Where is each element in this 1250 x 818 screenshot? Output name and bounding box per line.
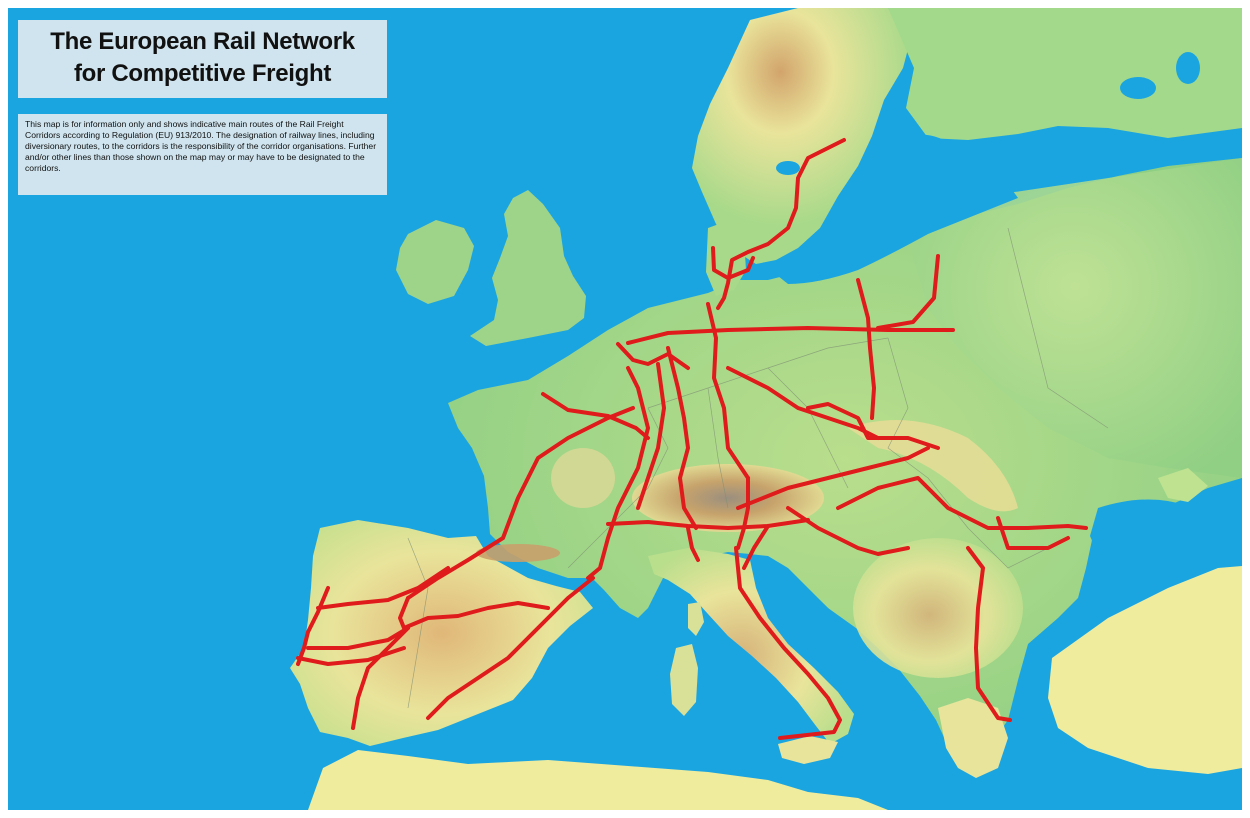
route-italy-genoa <box>686 526 700 562</box>
land-iberia <box>290 520 593 746</box>
route-iberia-mediterranean <box>426 576 595 720</box>
map-canvas[interactable] <box>8 8 1242 810</box>
route-france-spain <box>406 406 635 600</box>
route-north-sea-baltic <box>626 326 955 345</box>
map-disclaimer-panel: This map is for information only and sho… <box>18 114 387 195</box>
route-rhine-alpine <box>706 302 750 480</box>
route-sweden-branch <box>711 246 755 280</box>
map-title-line-2: for Competitive Freight <box>73 60 332 87</box>
route-poland-north <box>876 254 940 330</box>
land-finland-russia <box>888 8 1242 140</box>
sea-baltic <box>768 134 1018 284</box>
sea-adriatic <box>758 558 878 669</box>
land-sardinia <box>670 644 698 716</box>
route-brenner <box>736 476 750 550</box>
lake-ladoga <box>1120 77 1156 99</box>
map-title-panel: The European Rail Network for Competitiv… <box>18 20 387 98</box>
route-romania-black-sea <box>996 516 1070 550</box>
land-great-britain <box>470 190 586 346</box>
map-disclaimer-text: This map is for information only and sho… <box>25 119 377 173</box>
land-denmark <box>706 220 746 296</box>
route-portugal-south <box>296 646 406 666</box>
route-italy-main <box>734 546 842 740</box>
massif-central-relief <box>551 448 615 508</box>
land-greece <box>938 698 1008 778</box>
route-iberia-lisbon <box>306 626 410 650</box>
route-orient-east-med <box>806 402 940 450</box>
lake-onega <box>1176 52 1200 84</box>
route-north-south-1 <box>636 362 666 510</box>
route-paris-south <box>586 366 650 580</box>
sea-black <box>1090 499 1219 575</box>
route-danube <box>736 446 930 510</box>
route-poland-branch <box>856 278 876 420</box>
rail-freight-routes <box>296 138 1088 740</box>
route-alps-crossing <box>606 518 810 530</box>
balkans-relief <box>853 538 1023 678</box>
land-ireland <box>396 220 474 304</box>
country-borders <box>407 227 1109 709</box>
route-iberia-south <box>351 626 410 730</box>
route-hungary-romania <box>836 476 1088 530</box>
route-portugal <box>296 586 330 666</box>
land-corsica <box>688 602 704 636</box>
land-scandinavia <box>692 8 913 264</box>
route-germany-east <box>726 366 880 440</box>
pyrenees-relief <box>476 544 560 562</box>
route-balkans-south <box>966 546 1012 722</box>
route-sweden <box>716 138 846 310</box>
lake-vanern <box>776 161 800 175</box>
land-eastern-plain <box>908 158 1242 478</box>
land-sicily <box>778 736 838 764</box>
land-crimea <box>1158 468 1208 502</box>
land-italy <box>648 548 854 744</box>
route-benelux <box>616 342 690 370</box>
map-title-line-1: The European Rail Network <box>50 28 355 55</box>
route-north-south-2 <box>666 346 698 530</box>
route-iberia-central <box>398 596 550 630</box>
route-croatia <box>786 506 910 556</box>
route-iberia-north <box>316 566 450 610</box>
land-anatolia <box>1048 566 1242 774</box>
land-north-africa <box>308 750 888 810</box>
route-italy-adriatic <box>742 524 770 570</box>
